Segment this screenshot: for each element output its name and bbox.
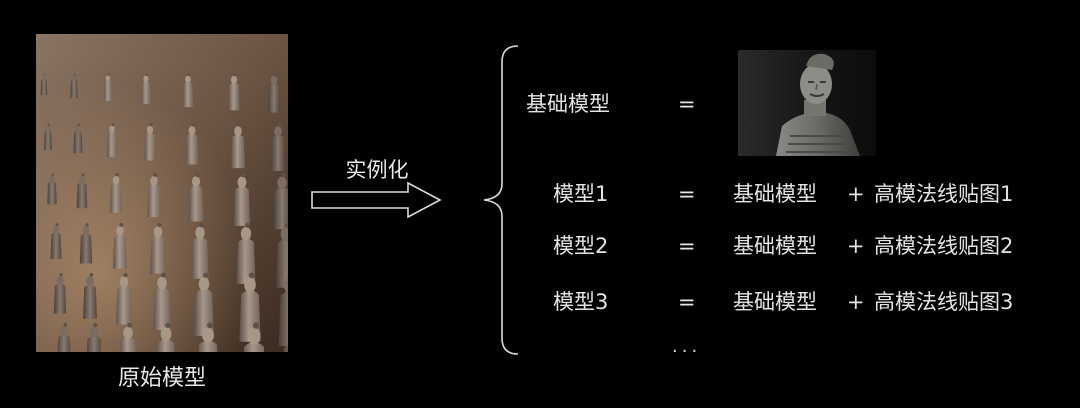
- base-model-equals: =: [678, 92, 696, 116]
- row-1-plus: +: [847, 182, 865, 206]
- warrior-portrait-photo: [738, 50, 876, 156]
- row-1-base-model: 基础模型: [733, 182, 817, 206]
- row-1-equals: =: [678, 182, 696, 206]
- row-3-normal-map: 高模法线贴图3: [874, 290, 1014, 314]
- instantiate-label: 实例化: [345, 158, 409, 182]
- base-model-term: 基础模型: [526, 92, 610, 116]
- ellipsis: ...: [672, 336, 702, 357]
- row-2-equals: =: [678, 234, 696, 258]
- row-2-normal-map: 高模法线贴图2: [874, 234, 1014, 258]
- row-3-equals: =: [678, 290, 696, 314]
- terracotta-army-illustration: [36, 34, 288, 352]
- terracotta-army-photo: [36, 34, 288, 352]
- instantiate-arrow-icon: [311, 181, 442, 219]
- curly-brace: [483, 45, 519, 355]
- row-3-model-name: 模型3: [553, 290, 609, 314]
- row-1-normal-map: 高模法线贴图1: [874, 182, 1014, 206]
- row-3-base-model: 基础模型: [733, 290, 817, 314]
- row-1-model-name: 模型1: [553, 182, 609, 206]
- warrior-portrait-illustration: [738, 50, 876, 156]
- source-model-caption: 原始模型: [117, 366, 206, 391]
- row-2-model-name: 模型2: [553, 234, 609, 258]
- row-2-plus: +: [847, 234, 865, 258]
- row-3-plus: +: [847, 290, 865, 314]
- row-2-base-model: 基础模型: [733, 234, 817, 258]
